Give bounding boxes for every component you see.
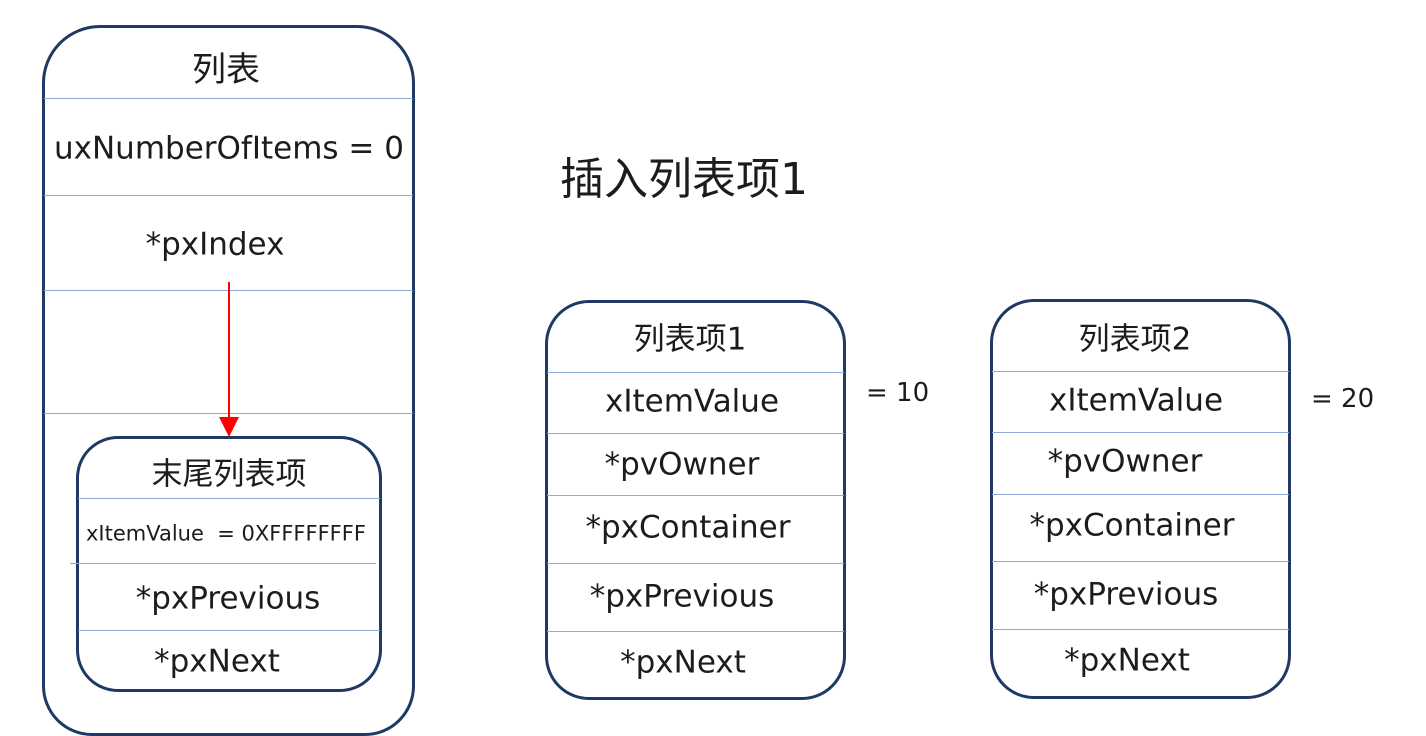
item1-divider [547,433,844,434]
item2-previous-field: *pxPrevious [1033,576,1219,613]
end-item-box [76,436,382,692]
item2-value-note: = 20 [1311,384,1375,414]
end-item-value-field: xItemValue = 0XFFFFFFFF [86,521,366,546]
pointer-arrow-head [219,417,239,437]
end-item-title: 末尾列表项 [151,456,307,493]
end-item-previous-field: *pxPrevious [135,580,321,617]
item2-owner-field: *pvOwner [1047,443,1203,480]
item2-divider [992,371,1289,372]
item2-divider [992,494,1289,495]
end-item-divider [78,498,380,499]
end-item-divider [78,630,380,631]
list-title: 列表 [192,50,260,90]
list-index-field: *pxIndex [145,226,285,263]
item1-divider [547,563,844,564]
page-heading: 插入列表项1 [560,154,808,205]
item2-container-field: *pxContainer [1029,507,1235,544]
item2-next-field: *pxNext [1064,642,1190,679]
item1-box [545,300,846,700]
item1-value-field: xItemValue [604,383,780,420]
item1-divider [547,372,844,373]
list-count-field: uxNumberOfItems = 0 [54,130,404,167]
item1-divider [547,631,844,632]
item2-box [990,299,1291,699]
item1-title: 列表项1 [633,321,747,358]
item1-next-field: *pxNext [620,644,746,681]
item2-divider [992,432,1289,433]
item2-title: 列表项2 [1078,321,1192,358]
item2-value-field: xItemValue [1048,382,1224,419]
item1-container-field: *pxContainer [585,509,791,546]
list-divider [44,98,413,99]
item1-value-note: = 10 [866,378,930,408]
item2-divider [992,629,1289,630]
item1-owner-field: *pvOwner [604,446,760,483]
list-divider [44,195,413,196]
end-item-divider [70,563,376,564]
item2-divider [992,561,1289,562]
end-item-next-field: *pxNext [154,643,280,680]
item1-divider [547,495,844,496]
item1-previous-field: *pxPrevious [589,578,775,615]
